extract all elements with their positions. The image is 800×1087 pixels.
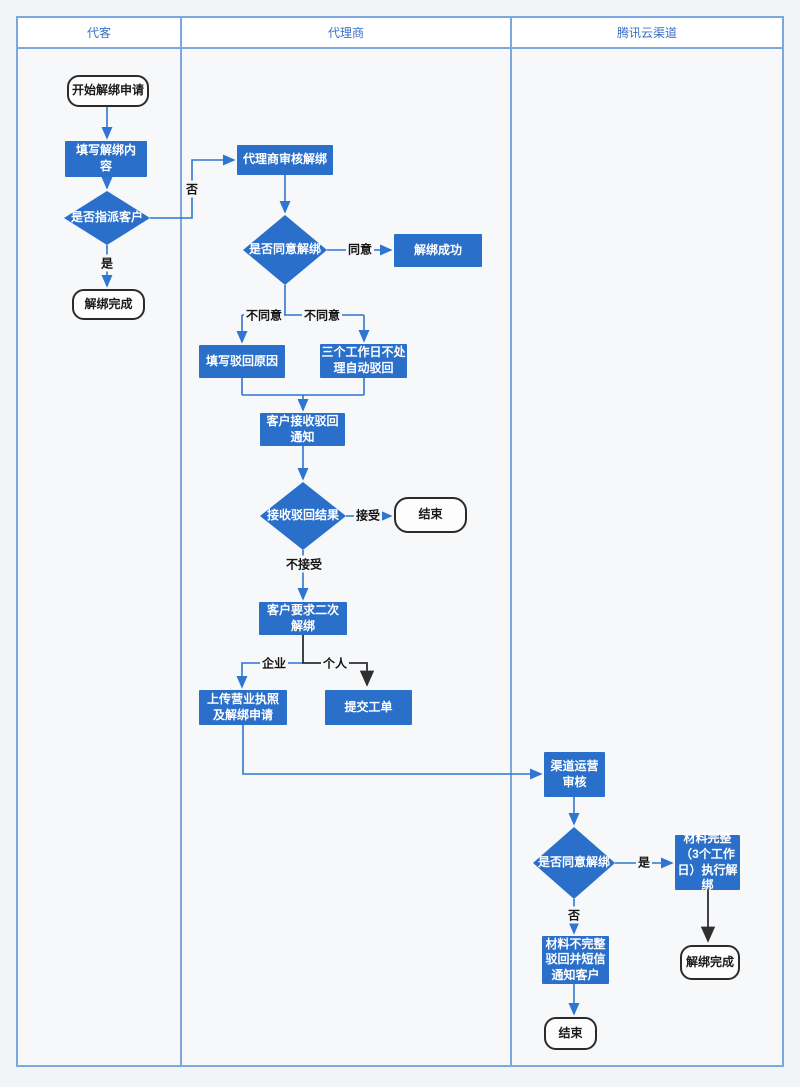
lane-header-customer: 代客 [86, 26, 111, 40]
node-end-mid-terminator: 结束 [394, 497, 467, 533]
node-fill-unbind-content: 填写解绑内容 [65, 141, 147, 177]
node-upload-license: 上传营业执照及解绑申请 [199, 690, 287, 725]
edge-label-not-accept: 不接受 [283, 555, 325, 573]
edge-label-accept: 接受 [353, 506, 383, 524]
node-auto-reject: 三个工作日不处理自动驳回 [320, 344, 407, 378]
node-unbind-success: 解绑成功 [394, 234, 482, 267]
blue-connectors [101, 107, 674, 1016]
edge-label-disagree-left: 不同意 [243, 306, 285, 324]
node-start-terminator: 开始解绑申请 [67, 75, 149, 107]
connector-upload-to-channel-review [242, 725, 543, 780]
edge-label-yes-left: 是 [98, 254, 116, 272]
edge-label-personal: 个人 [320, 654, 350, 672]
edge-label-disagree-right: 不同意 [301, 306, 343, 324]
node-unbind-done-left-terminator: 解绑完成 [72, 289, 145, 320]
node-second-unbind-request: 客户要求二次解绑 [259, 602, 347, 635]
connector-reject-merge [241, 378, 365, 396]
node-channel-review: 渠道运营审核 [544, 752, 605, 797]
node-unbind-done-right-terminator: 解绑完成 [680, 945, 740, 980]
node-fill-reject-reason: 填写驳回原因 [199, 345, 285, 378]
node-material-incomplete: 材料不完整驳回并短信通知客户 [542, 936, 609, 984]
node-end-right-terminator: 结束 [544, 1017, 597, 1050]
lane-header-tencent-channel: 腾讯云渠道 [510, 18, 782, 47]
node-receive-reject-notice: 客户接收驳回通知 [260, 413, 345, 446]
swimlane-header: 代客 代理商 腾讯云渠道 [18, 18, 782, 49]
edge-label-enterprise: 企业 [259, 654, 289, 672]
node-material-complete: 材料完整（3个工作日）执行解绑 [675, 831, 740, 892]
edge-label-no-left: 否 [183, 180, 201, 198]
lane-divider-2 [510, 18, 512, 1065]
edge-label-no-right: 否 [565, 906, 583, 924]
node-submit-ticket: 提交工单 [325, 690, 412, 725]
lane-header-agent: 代理商 [180, 18, 510, 47]
lane-divider-1 [180, 18, 182, 1065]
connector-layer [101, 107, 716, 1016]
node-agent-review: 代理商审核解绑 [237, 145, 333, 175]
edge-label-yes-right: 是 [635, 853, 653, 871]
flowchart-canvas: 代客 代理商 腾讯云渠道 [16, 16, 784, 1067]
black-connectors [302, 635, 716, 943]
edge-label-agree: 同意 [345, 240, 375, 258]
